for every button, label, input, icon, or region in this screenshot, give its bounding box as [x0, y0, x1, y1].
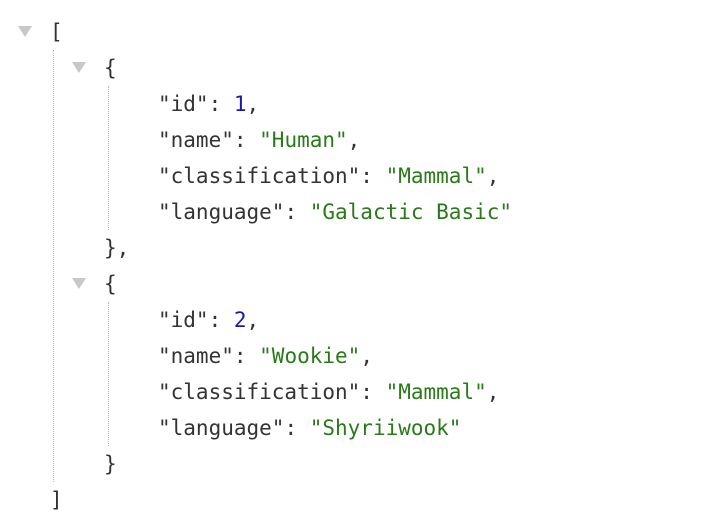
item-1-open-brace: {: [104, 272, 117, 296]
root-close-bracket: ]: [50, 488, 63, 512]
field-key: "classification": [158, 380, 361, 404]
field-trailing-comma: ,: [360, 344, 373, 368]
item-0-close-brace: },: [104, 236, 130, 260]
item-1-close-brace: }: [104, 452, 117, 476]
field-value-string: "Human": [259, 128, 348, 152]
field-separator: :: [233, 344, 260, 368]
item-0-open-brace: {: [104, 56, 117, 80]
field-separator: :: [233, 128, 260, 152]
field-separator: :: [284, 416, 310, 440]
field-trailing-comma: ,: [246, 92, 260, 116]
field-key: "id": [158, 92, 209, 116]
item-0-field-name: "name": "Human",: [158, 122, 360, 158]
root-indent-guide: [53, 50, 54, 482]
item-1-field-language: "language": "Shyriiwook": [158, 410, 461, 446]
field-trailing-comma: ,: [347, 128, 361, 152]
item-1-collapse-toggle-icon[interactable]: [72, 278, 86, 289]
root-collapse-toggle-icon[interactable]: [18, 26, 32, 37]
item-0-field-classification: "classification": "Mammal",: [158, 158, 499, 194]
field-value-string: "Galactic Basic": [309, 200, 513, 224]
field-trailing-comma: ,: [486, 164, 500, 188]
field-value-string: "Wookie": [259, 344, 361, 368]
field-value-number: 1: [233, 92, 247, 116]
item-1-field-name: "name": "Wookie",: [158, 338, 373, 374]
field-value-number: 2: [233, 308, 247, 332]
root-open-bracket: [: [50, 20, 63, 44]
field-key: "classification": [158, 164, 361, 188]
field-key: "language": [158, 200, 285, 224]
item-1-field-classification: "classification": "Mammal",: [158, 374, 499, 410]
field-value-string: "Mammal": [385, 164, 487, 188]
field-key: "id": [158, 308, 209, 332]
item-0-field-language: "language": "Galactic Basic": [158, 194, 512, 230]
field-separator: :: [208, 92, 234, 116]
field-key: "name": [158, 128, 234, 152]
field-key: "language": [158, 416, 285, 440]
item-0-collapse-toggle-icon[interactable]: [72, 62, 86, 73]
item-1-field-id: "id": 2,: [158, 302, 259, 338]
field-value-string: "Mammal": [385, 380, 487, 404]
field-trailing-comma: ,: [486, 380, 500, 404]
item-1-indent-guide: [108, 302, 109, 446]
field-separator: :: [360, 164, 386, 188]
item-0-indent-guide: [108, 86, 109, 230]
field-value-string: "Shyriiwook": [309, 416, 462, 440]
field-separator: :: [208, 308, 234, 332]
field-trailing-comma: ,: [246, 308, 260, 332]
field-separator: :: [360, 380, 386, 404]
field-key: "name": [158, 344, 234, 368]
field-separator: :: [284, 200, 310, 224]
item-0-field-id: "id": 1,: [158, 86, 259, 122]
